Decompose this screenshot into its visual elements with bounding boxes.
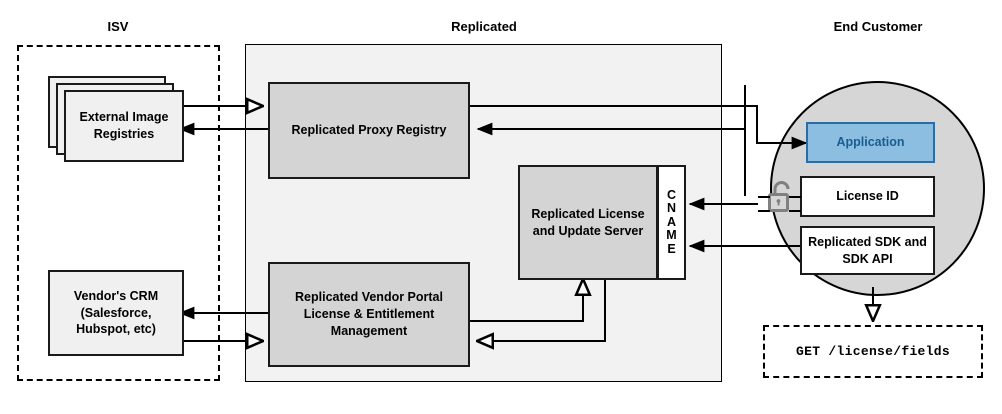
license-id-box[interactable]: License ID [800,176,935,217]
replicated-sdk-line2: and SDK API [842,234,927,266]
vendor-crm-line1: Vendor's CRM [73,288,159,303]
external-image-registries[interactable]: External Image Registries [64,90,184,162]
replicated-vendor-portal[interactable]: Replicated Vendor Portal License & Entit… [268,262,470,367]
license-update-server-line3: Update Server [558,223,644,238]
replicated-proxy-registry[interactable]: Replicated Proxy Registry [268,82,470,179]
cname-strip: C N A M E [657,165,686,280]
vendor-portal-line1: Replicated Vendor Portal [295,290,443,305]
group-title-isv: ISV [107,19,129,34]
unlock-icon [768,181,790,212]
replicated-sdk-line1: Replicated SDK [808,234,902,249]
cname-letter-n: N [666,201,677,216]
external-image-registries-line1: External [79,110,129,125]
vendor-portal-line3: Management [330,323,408,338]
external-image-registries-line2: Image [132,110,169,125]
cname-letter-e: E [667,241,676,256]
cname-letter-a: A [666,214,677,229]
group-title-replicated: Replicated [451,19,517,34]
replicated-sdk-box[interactable]: Replicated SDK and SDK API [800,226,935,275]
external-image-registries-line3: Registries [93,127,155,141]
api-call-box: GET /license/fields [763,325,983,378]
replicated-license-update-server[interactable]: Replicated License and Update Server [518,165,658,280]
application-box[interactable]: Application [806,122,935,163]
isv-boundary [17,45,220,381]
api-call-boundary [763,325,983,378]
vendor-crm[interactable]: Vendor's CRM (Salesforce, Hubspot, etc) [48,270,184,356]
cname-letter-m: M [666,228,677,243]
cname-letter-c: C [666,188,677,203]
license-id-label: License ID [836,189,899,204]
vendor-crm-line2: (Salesforce, [80,305,152,320]
license-update-server-line1: Replicated [531,206,595,221]
application-label: Application [836,135,905,150]
api-call-label: GET /license/fields [796,343,950,359]
license-update-server-line2: License and [532,206,645,238]
vendor-portal-line2: License & Entitlement [303,307,435,322]
replicated-proxy-registry-label: Replicated Proxy Registry [291,123,447,138]
vendor-crm-line3: Hubspot, etc) [76,322,156,337]
group-title-end-customer: End Customer [833,19,923,34]
